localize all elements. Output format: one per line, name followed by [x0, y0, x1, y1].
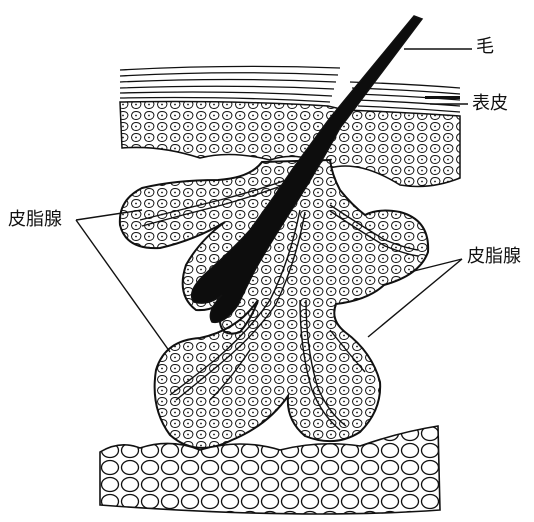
label-sebaceous-gland-left: 皮脂腺 — [8, 211, 62, 229]
label-sebaceous-gland-right: 皮脂腺 — [467, 248, 521, 266]
label-epidermis: 表皮 — [472, 95, 508, 113]
subcutaneous-fat-layer — [100, 426, 440, 514]
label-hair: 毛 — [476, 38, 494, 56]
